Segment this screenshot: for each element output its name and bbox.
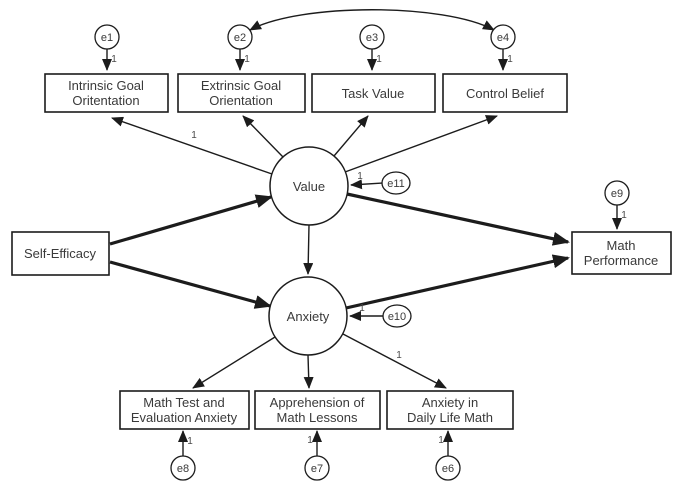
edges-layer	[102, 9, 622, 456]
arrow-value-to-anxiety	[303, 224, 314, 275]
box-task-value	[311, 73, 436, 113]
circle-e11	[381, 171, 411, 195]
circle-e10	[382, 304, 412, 328]
label-e7: e7	[311, 463, 323, 475]
loading-1-e7: 1	[307, 435, 313, 446]
label-apprehension-line2: Math Lessons	[277, 410, 358, 425]
label-extrinsic-line1: Extrinsic Goal	[201, 78, 281, 93]
arrow-self-efficacy-to-anxiety	[109, 260, 272, 309]
label-control-belief: Control Belief	[466, 86, 544, 101]
nodes-layer	[11, 24, 672, 481]
label-e11: e11	[387, 178, 405, 190]
labels-layer: Intrinsic Goal Oritentation Extrinsic Go…	[24, 32, 658, 475]
arrow-anxiety-to-apprehension	[303, 354, 314, 389]
circle-value-latent	[269, 146, 349, 226]
label-math-performance-line2: Performance	[584, 253, 658, 268]
label-extrinsic-line2: Orientation	[209, 93, 273, 108]
circle-e6	[435, 455, 461, 481]
box-control-belief	[442, 73, 568, 113]
box-math-performance	[571, 231, 672, 275]
arrow-value-to-intrinsic	[111, 116, 273, 175]
label-e10: e10	[388, 311, 406, 323]
label-intrinsic-line1: Intrinsic Goal	[68, 78, 144, 93]
label-e9: e9	[611, 188, 623, 200]
circle-e9	[604, 180, 630, 206]
label-value: Value	[293, 179, 325, 194]
arrow-e11-to-value	[350, 179, 384, 190]
label-daily-life-line2: Daily Life Math	[407, 410, 493, 425]
circle-anxiety-latent	[268, 276, 348, 356]
circle-e4	[490, 24, 516, 50]
loading-1-e8: 1	[187, 436, 193, 447]
label-e6: e6	[442, 463, 454, 475]
arrow-anxiety-to-math-test	[192, 336, 276, 389]
arrow-self-efficacy-to-value	[109, 194, 273, 246]
arrow-anxiety-to-daily-life	[342, 333, 447, 389]
label-e3: e3	[366, 32, 378, 44]
box-anxiety-daily-life-math	[386, 390, 514, 430]
loading-1-e9: 1	[621, 210, 627, 221]
loading-1-e3: 1	[376, 54, 382, 65]
label-intrinsic-line2: Oritentation	[72, 93, 139, 108]
label-e1: e1	[101, 32, 113, 44]
covariance-arrow-e2-e4	[249, 9, 495, 31]
loading-1-e6: 1	[438, 435, 444, 446]
loading-1-e10: 1	[359, 303, 365, 314]
label-math-test-line1: Math Test and	[143, 395, 224, 410]
label-self-efficacy: Self-Efficacy	[24, 246, 97, 261]
label-daily-life-line1: Anxiety in	[422, 395, 478, 410]
label-e8: e8	[177, 463, 189, 475]
label-e4: e4	[497, 32, 509, 44]
circle-e2	[227, 24, 253, 50]
label-e2: e2	[234, 32, 246, 44]
box-apprehension-math-lessons	[254, 390, 381, 430]
loading-1-e1: 1	[111, 54, 117, 65]
arrow-value-to-control-belief	[344, 115, 498, 173]
loading-1-e2: 1	[244, 54, 250, 65]
arrow-value-to-extrinsic	[242, 115, 284, 158]
label-task-value: Task Value	[342, 86, 405, 101]
label-anxiety: Anxiety	[287, 309, 330, 324]
circle-e3	[359, 24, 385, 50]
label-apprehension-line1: Apprehension of	[270, 395, 365, 410]
box-math-test-evaluation-anxiety	[119, 390, 250, 430]
arrow-value-to-math-performance	[346, 192, 570, 246]
circle-e7	[304, 455, 330, 481]
box-intrinsic-goal-orientation	[44, 73, 169, 113]
label-math-performance-line1: Math	[607, 238, 636, 253]
box-extrinsic-goal-orientation	[177, 73, 306, 113]
loading-1-value-intrinsic: 1	[191, 130, 197, 141]
box-self-efficacy	[11, 231, 110, 276]
loading-1-e11: 1	[357, 171, 363, 182]
arrow-anxiety-to-math-performance	[345, 254, 570, 310]
circle-e1	[94, 24, 120, 50]
label-math-test-line2: Evaluation Anxiety	[131, 410, 238, 425]
loading-1-anxiety-daily-life: 1	[396, 350, 402, 361]
loading-1-e4: 1	[507, 54, 513, 65]
arrow-value-to-task-value	[333, 115, 369, 157]
circle-e8	[170, 455, 196, 481]
